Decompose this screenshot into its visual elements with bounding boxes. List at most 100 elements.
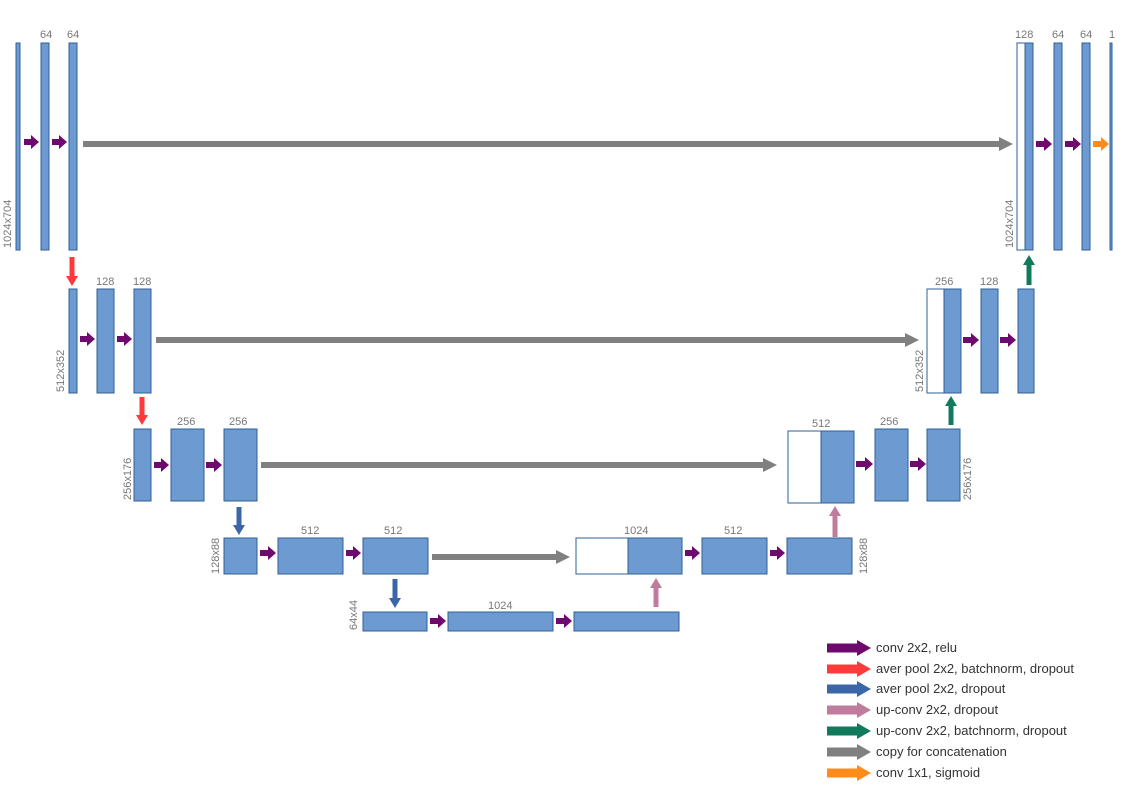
copy-arrow-l2 bbox=[156, 333, 919, 347]
dec2-block-a bbox=[980, 288, 999, 394]
conv-arrow-d3-2 bbox=[910, 457, 926, 471]
conv-arrow-l2-2 bbox=[117, 332, 132, 346]
conv-arrow-d1-1 bbox=[1036, 137, 1052, 151]
dec1-a-channel-label: 64 bbox=[1052, 29, 1064, 41]
enc3-block-a bbox=[170, 428, 205, 502]
pool-bn-arrow-1 bbox=[66, 257, 78, 286]
conv-arrow-d4-2 bbox=[770, 546, 785, 560]
dec2-block-b bbox=[1017, 288, 1035, 394]
output-block bbox=[1109, 42, 1113, 251]
legend: conv 2x2, relu aver pool 2x2, batchnorm,… bbox=[876, 640, 1074, 780]
dec2-concat-channel-label: 256 bbox=[935, 276, 953, 288]
pool-arrow-1 bbox=[233, 507, 245, 535]
level-1-dec-size-label: 1024x704 bbox=[1004, 200, 1016, 248]
level-3-dec-size-label: 256x176 bbox=[962, 458, 974, 500]
legend-upconv-bn-label: up-conv 2x2, batchnorm, dropout bbox=[876, 723, 1067, 738]
legend-copy-swatch bbox=[827, 744, 871, 760]
dec2-a-channel-label: 128 bbox=[980, 276, 998, 288]
level-3-size-label: 256x176 bbox=[122, 458, 134, 500]
enc4-input-block bbox=[223, 537, 258, 575]
level-2-dec-size-label: 512x352 bbox=[914, 350, 926, 392]
conv-arrow-l3-2 bbox=[206, 458, 222, 472]
level-4-size-label: 128x88 bbox=[210, 538, 222, 574]
enc1-block-b bbox=[68, 42, 78, 251]
input-block bbox=[15, 42, 21, 251]
conv-arrow-l2-1 bbox=[80, 332, 95, 346]
dec1-b-channel-label: 64 bbox=[1080, 29, 1092, 41]
dec4-concat-empty bbox=[575, 537, 629, 575]
legend-conv1x1-label: conv 1x1, sigmoid bbox=[876, 765, 980, 780]
legend-pool_bn-swatch bbox=[827, 661, 871, 677]
dec3-concat-channel-label: 512 bbox=[812, 418, 830, 430]
conv-arrow-l5-2 bbox=[556, 614, 572, 628]
dec1-block-b bbox=[1081, 42, 1091, 251]
arrows-layer bbox=[24, 135, 1109, 781]
level-3-encoder: 256 256 256x176 bbox=[122, 416, 258, 502]
level-2-decoder: 256 128 512x352 bbox=[914, 276, 1035, 394]
dec1-block-a bbox=[1053, 42, 1063, 251]
conv-arrow-l4-1 bbox=[260, 546, 276, 560]
dec4-concat-block bbox=[627, 537, 683, 575]
enc3-a-channel-label: 256 bbox=[177, 416, 195, 428]
legend-upconv-label: up-conv 2x2, dropout bbox=[876, 702, 999, 717]
enc2-a-channel-label: 128 bbox=[96, 276, 114, 288]
enc3-b-channel-label: 256 bbox=[229, 416, 247, 428]
bottleneck-input-block bbox=[362, 611, 428, 632]
conv-arrow-l4-2 bbox=[346, 546, 361, 560]
enc3-input-block bbox=[133, 428, 152, 502]
conv-arrow-l1-1 bbox=[24, 135, 39, 149]
enc2-block-b bbox=[133, 288, 152, 394]
level-3-decoder: 512 256 256x176 bbox=[787, 416, 974, 504]
copy-arrow-l1 bbox=[83, 137, 1013, 151]
dec3-block-b bbox=[926, 428, 961, 502]
level-5-bottleneck: 1024 64x44 bbox=[348, 600, 680, 632]
pool-bn-arrow-2 bbox=[136, 397, 148, 425]
upconv-arrow-2 bbox=[829, 506, 841, 537]
conv-arrow-d4-1 bbox=[685, 546, 700, 560]
bottleneck-channel-label: 1024 bbox=[488, 600, 512, 612]
legend-upconv_bn-swatch bbox=[827, 723, 871, 739]
enc4-block-b bbox=[362, 537, 429, 575]
conv-arrow-d3-1 bbox=[856, 457, 873, 471]
dec4-concat-channel-label: 1024 bbox=[624, 525, 648, 537]
enc1-b-channel-label: 64 bbox=[67, 29, 79, 41]
legend-upconv-swatch bbox=[827, 702, 871, 718]
legend-pool-swatch bbox=[827, 681, 871, 697]
legend-conv-swatch bbox=[827, 640, 871, 656]
legend-pool-label: aver pool 2x2, dropout bbox=[876, 681, 1006, 696]
copy-arrow-l4 bbox=[432, 550, 570, 564]
dec3-concat-block bbox=[820, 430, 855, 504]
conv-arrow-l3-1 bbox=[154, 458, 169, 472]
dec4-block-b bbox=[786, 537, 853, 575]
upconv-arrow-1 bbox=[650, 578, 662, 607]
enc4-b-channel-label: 512 bbox=[384, 525, 402, 537]
dec2-concat-empty bbox=[926, 288, 945, 394]
enc2-b-channel-label: 128 bbox=[133, 276, 151, 288]
dec1-concat-block bbox=[1024, 42, 1034, 251]
enc4-a-channel-label: 512 bbox=[301, 525, 319, 537]
dec3-block-a bbox=[874, 428, 909, 502]
bottleneck-block-b bbox=[573, 611, 680, 632]
conv-arrow-d1-2 bbox=[1065, 137, 1081, 151]
pool-arrow-2 bbox=[389, 579, 401, 608]
dec4-block-a bbox=[701, 537, 768, 575]
upconv-bn-arrow-2 bbox=[1023, 255, 1035, 285]
dec4-a-channel-label: 512 bbox=[724, 525, 742, 537]
enc4-block-a bbox=[277, 537, 344, 575]
level-2-encoder: 128 128 512x352 bbox=[55, 276, 152, 394]
level-1-decoder: 128 64 64 1 1024x704 bbox=[1004, 29, 1115, 251]
legend-conv1x1-swatch bbox=[827, 765, 871, 781]
dec3-concat-empty bbox=[787, 430, 822, 504]
conv-arrow-d2-1 bbox=[963, 333, 979, 347]
level-4-decoder: 1024 512 128x88 bbox=[575, 525, 870, 575]
level-1-size-label: 1024x704 bbox=[2, 200, 14, 248]
enc1-a-channel-label: 64 bbox=[40, 29, 52, 41]
enc2-input-block bbox=[68, 288, 78, 394]
output-channel-label: 1 bbox=[1109, 29, 1115, 41]
upconv-bn-arrow-1 bbox=[945, 396, 957, 425]
conv1x1-arrow bbox=[1093, 137, 1109, 151]
dec1-concat-empty bbox=[1016, 42, 1026, 251]
level-4-dec-size-label: 128x88 bbox=[858, 538, 870, 574]
enc1-block-a bbox=[40, 42, 50, 251]
level-2-size-label: 512x352 bbox=[55, 350, 67, 392]
